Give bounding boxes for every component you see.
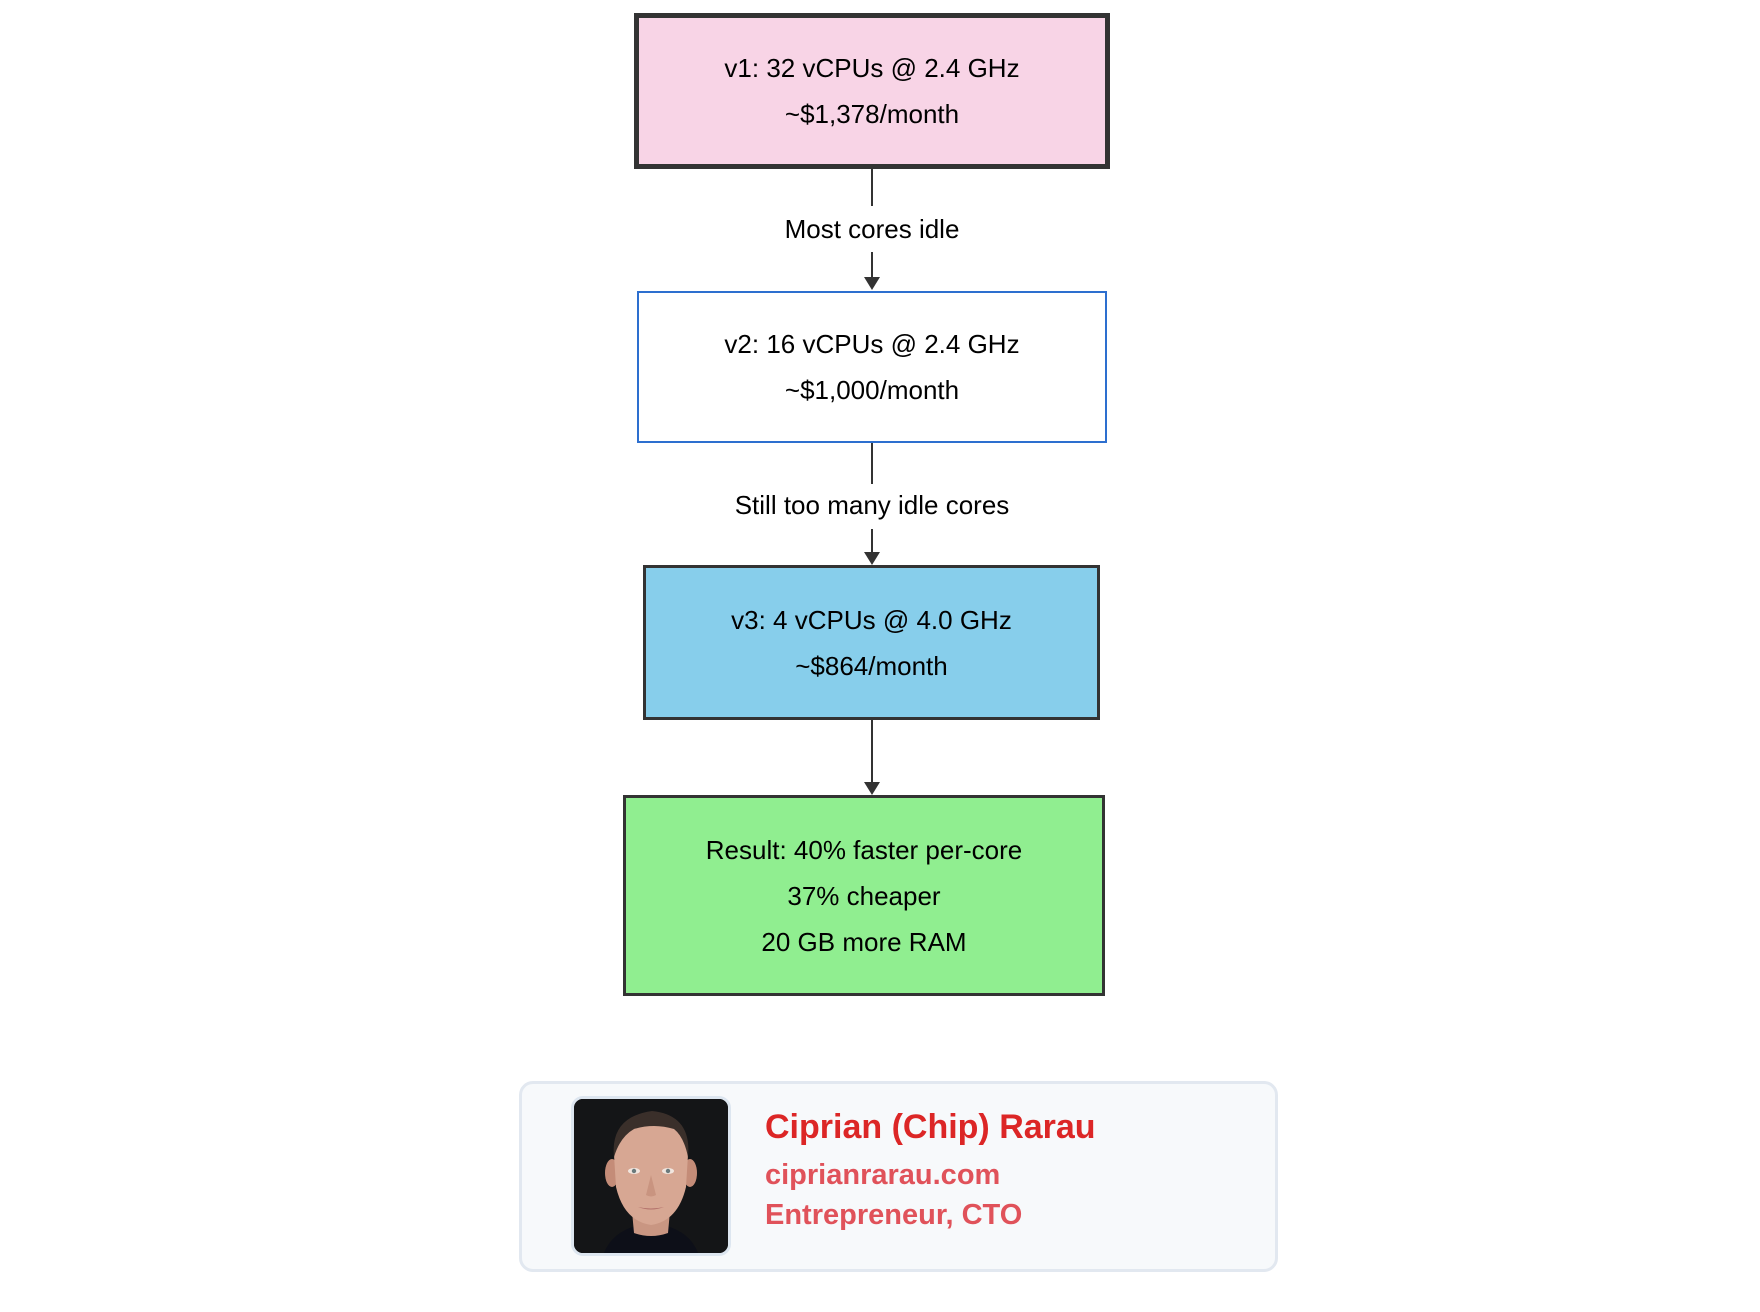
- edge-label-most-cores-idle: Most cores idle: [784, 214, 960, 244]
- edge-v2-v3-line-bottom: [871, 529, 873, 553]
- arrow-down-icon: [864, 552, 880, 565]
- arrow-down-icon: [864, 782, 880, 795]
- author-card: Ciprian (Chip) Rarau ciprianrarau.com En…: [519, 1081, 1278, 1272]
- result-cheaper: 37% cheaper: [787, 880, 941, 911]
- node-v3-4-vcpus: v3: 4 vCPUs @ 4.0 GHz ~$864/month: [643, 565, 1100, 720]
- node-v3-cost: ~$864/month: [795, 650, 948, 681]
- edge-v2-v3-line-top: [871, 443, 873, 484]
- avatar: [571, 1096, 731, 1256]
- edge-label-still-too-many-idle-cores: Still too many idle cores: [734, 490, 1010, 520]
- author-name: Ciprian (Chip) Rarau: [765, 1108, 1096, 1146]
- node-v2-cost: ~$1,000/month: [784, 375, 960, 405]
- edge-v1-v2-line-top: [871, 169, 873, 206]
- arrow-down-icon: [864, 277, 880, 290]
- edge-v1-v2-line-bottom: [871, 252, 873, 278]
- edge-v3-result-line: [871, 720, 873, 782]
- node-v1-32-vcpus: v1: 32 vCPUs @ 2.4 GHz ~$1,378/month: [634, 13, 1110, 169]
- node-v2-spec: v2: 16 vCPUs @ 2.4 GHz: [724, 329, 1020, 359]
- author-website-link[interactable]: ciprianrarau.com: [765, 1159, 1001, 1191]
- node-v2-16-vcpus: v2: 16 vCPUs @ 2.4 GHz ~$1,000/month: [637, 291, 1107, 443]
- result-more-ram: 20 GB more RAM: [761, 926, 967, 957]
- node-v3-spec: v3: 4 vCPUs @ 4.0 GHz: [731, 604, 1012, 635]
- author-role: Entrepreneur, CTO: [765, 1199, 1023, 1231]
- node-v1-cost: ~$1,378/month: [784, 99, 960, 129]
- portrait-photo-icon: [574, 1099, 728, 1253]
- node-result: Result: 40% faster per-core 37% cheaper …: [623, 795, 1105, 996]
- node-v1-spec: v1: 32 vCPUs @ 2.4 GHz: [724, 53, 1020, 83]
- result-faster: Result: 40% faster per-core: [705, 834, 1023, 865]
